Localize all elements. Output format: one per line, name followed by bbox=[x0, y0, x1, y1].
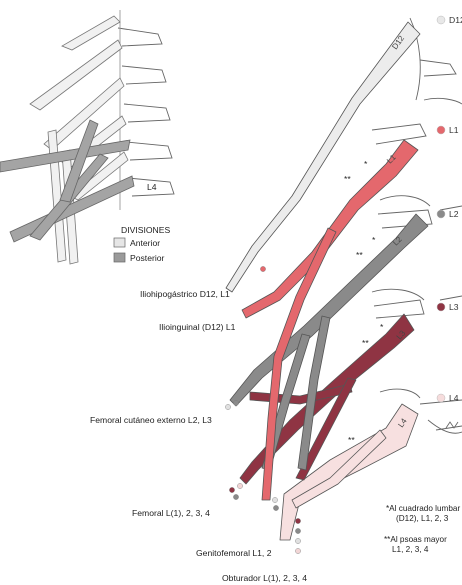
note-psoas-mayor-2: L1, 2, 3, 4 bbox=[392, 545, 429, 554]
legend-swatch-anterior bbox=[114, 238, 125, 247]
marker-l3-double: ** bbox=[362, 338, 369, 348]
legend-label-posterior: Posterior bbox=[130, 253, 165, 263]
marker-l1-double: ** bbox=[344, 174, 351, 184]
legend-swatch-posterior bbox=[114, 253, 125, 262]
legend-title: DIVISIONES bbox=[121, 225, 170, 235]
root-label-l2: L2 bbox=[449, 209, 459, 219]
marker-l1-single: * bbox=[364, 159, 368, 169]
nerve-bundles bbox=[226, 22, 428, 540]
marker-l3-single: * bbox=[380, 322, 384, 332]
root-label-d12: D12 bbox=[449, 15, 462, 25]
marker-l4-double: ** bbox=[348, 435, 355, 445]
label-obturador: Obturador L(1), 2, 3, 4 bbox=[222, 573, 307, 583]
footnotes: *Al cuadrado lumbar (D12), L1, 2, 3 **Al… bbox=[384, 504, 460, 554]
root-dot-l2 bbox=[437, 210, 445, 218]
inset-level-label: L4 bbox=[147, 182, 157, 192]
divisions-legend: DIVISIONES Anterior Posterior bbox=[114, 225, 170, 263]
root-dot-l3 bbox=[437, 303, 445, 311]
root-label-l1: L1 bbox=[449, 125, 459, 135]
legend-label-anterior: Anterior bbox=[130, 238, 160, 248]
root-dot-l1 bbox=[437, 126, 445, 134]
marker-l2-single: * bbox=[372, 235, 376, 245]
label-femoral: Femoral L(1), 2, 3, 4 bbox=[132, 508, 210, 518]
note-cuadrado-lumbar-2: (D12), L1, 2, 3 bbox=[396, 514, 449, 523]
label-genitofemoral: Genitofemoral L1, 2 bbox=[196, 548, 272, 558]
label-femoral-cutaneo-externo: Femoral cutáneo externo L2, L3 bbox=[90, 415, 212, 425]
root-dot-l4 bbox=[437, 394, 445, 402]
root-dot-d12 bbox=[437, 16, 445, 24]
marker-l2-double: ** bbox=[356, 250, 363, 260]
root-label-l3: L3 bbox=[449, 302, 459, 312]
note-psoas-mayor-1: **Al psoas mayor bbox=[384, 535, 447, 544]
label-ilioinguinal: Ilioinguinal (D12) L1 bbox=[159, 322, 236, 332]
note-cuadrado-lumbar-1: *Al cuadrado lumbar bbox=[386, 504, 460, 513]
root-label-l4: L4 bbox=[449, 393, 459, 403]
label-iliohipogastrico: Iliohipogástrico D12, L1 bbox=[140, 289, 230, 299]
